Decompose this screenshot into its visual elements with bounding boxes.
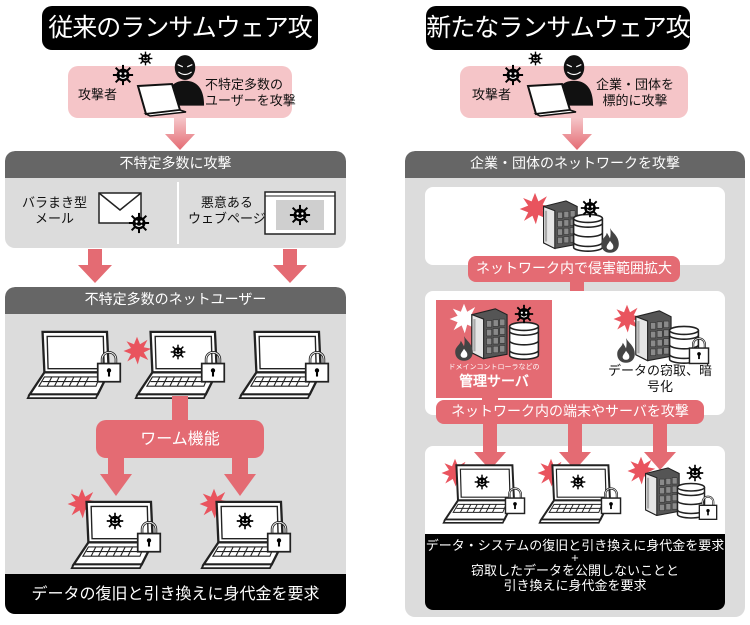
left-attacker-label: 攻撃者 (78, 88, 118, 103)
left-title: 従来のランサムウェア攻撃 (42, 6, 318, 86)
virus-icon (138, 51, 153, 66)
left-stage1-header: 不特定多数に攻撃 (5, 151, 346, 178)
lock-icon (600, 487, 622, 515)
admin-server-label: 管理サーバ (459, 374, 529, 390)
fire-icon (455, 336, 473, 361)
virus-icon (289, 204, 311, 226)
virus-icon (580, 198, 600, 218)
attack-branch (483, 446, 497, 454)
result-plus: + (570, 553, 580, 564)
right-attacker-desc-line2: 標的に攻撃 (602, 94, 668, 109)
worm-branch-right (232, 456, 248, 476)
lock-icon (688, 337, 710, 365)
data-theft-label: データの窃取、暗号化 (607, 364, 712, 395)
arrow-down-icon (474, 452, 506, 470)
arrow-down-icon (644, 452, 676, 470)
right-title: 新たなランサムウェア攻撃 (426, 6, 691, 86)
left-stage2-header: 不特定多数のネットユーザー (5, 287, 346, 314)
vector-webpage-label: 悪意ある ウェブページ (188, 196, 266, 228)
lock-icon (200, 350, 226, 384)
vector-webpage-line1: 悪意ある (200, 196, 253, 211)
left-attacker-desc-line1: 不特定多数の (205, 78, 284, 93)
lock-icon (304, 350, 330, 384)
admin-server-small-label: ドメインコントローラなどの (448, 363, 540, 371)
arrow-down-icon (100, 474, 132, 496)
attack-branch (653, 446, 667, 454)
virus-icon (112, 64, 134, 86)
vector-mail-label: バラまき型 メール (22, 196, 87, 228)
vector-webpage-line2: ウェブページ (188, 212, 266, 227)
fire-icon (601, 228, 619, 253)
right-attacker-label: 攻撃者 (472, 88, 512, 103)
attack-branch (568, 446, 582, 454)
right-result-bar: データ・システムの復旧と引き換えに身代金を要求 + 窃取したデータを公開しないこ… (425, 534, 725, 610)
virus-icon (528, 51, 543, 66)
lock-icon (504, 487, 526, 515)
arrow-down-icon (562, 118, 592, 150)
fire-icon (617, 338, 635, 363)
virus-icon (106, 512, 124, 530)
arrow-down-icon (559, 452, 591, 470)
right-stage1-header: 企業・団体のネットワークを攻撃 (405, 151, 745, 178)
spread-label: ネットワーク内で侵害範囲拡大 (468, 256, 680, 282)
divider (177, 182, 179, 244)
database-icon (508, 321, 540, 360)
worm-label: ワーム機能 (96, 420, 264, 458)
vector-mail-line1: バラまき型 (22, 196, 88, 211)
virus-icon (502, 64, 524, 86)
virus-icon (170, 344, 186, 360)
lock-icon (96, 350, 122, 384)
result-line2: 窃取したデータを公開しないことと (470, 564, 679, 579)
lock-icon (266, 520, 292, 554)
attacker-laptop-icon (526, 82, 577, 117)
arrow-down-icon (78, 249, 112, 283)
virus-icon (236, 512, 254, 530)
lock-icon (698, 495, 718, 521)
right-attacker-desc-line1: 企業・団体を (596, 78, 675, 93)
attacker-laptop-icon (136, 82, 187, 117)
arrow-down-icon (224, 474, 256, 496)
left-attacker-desc: 不特定多数の ユーザーを攻撃 (205, 78, 296, 110)
virus-icon (570, 474, 586, 490)
result-line1: データ・システムの復旧と引き換えに身代金を要求 (425, 539, 725, 554)
connector (482, 388, 498, 402)
worm-branch-left (108, 456, 124, 476)
virus-icon (514, 304, 534, 324)
left-attacker-desc-line2: ユーザーを攻撃 (205, 94, 296, 109)
lock-icon (136, 520, 162, 554)
attack-label: ネットワーク内の端末やサーバを攻撃 (436, 400, 704, 424)
right-attacker-desc: 企業・団体を 標的に攻撃 (596, 78, 674, 110)
virus-icon (128, 212, 150, 234)
result-line3: 引き換えに身代金を要求 (503, 579, 647, 594)
virus-icon (686, 464, 704, 482)
arrow-down-icon (273, 249, 307, 283)
worm-connector (172, 396, 188, 422)
left-result-bar: データの復旧と引き換えに身代金を要求 (5, 574, 346, 614)
arrow-down-icon (165, 118, 195, 150)
vector-mail-line2: メール (35, 212, 75, 227)
virus-icon (474, 474, 490, 490)
